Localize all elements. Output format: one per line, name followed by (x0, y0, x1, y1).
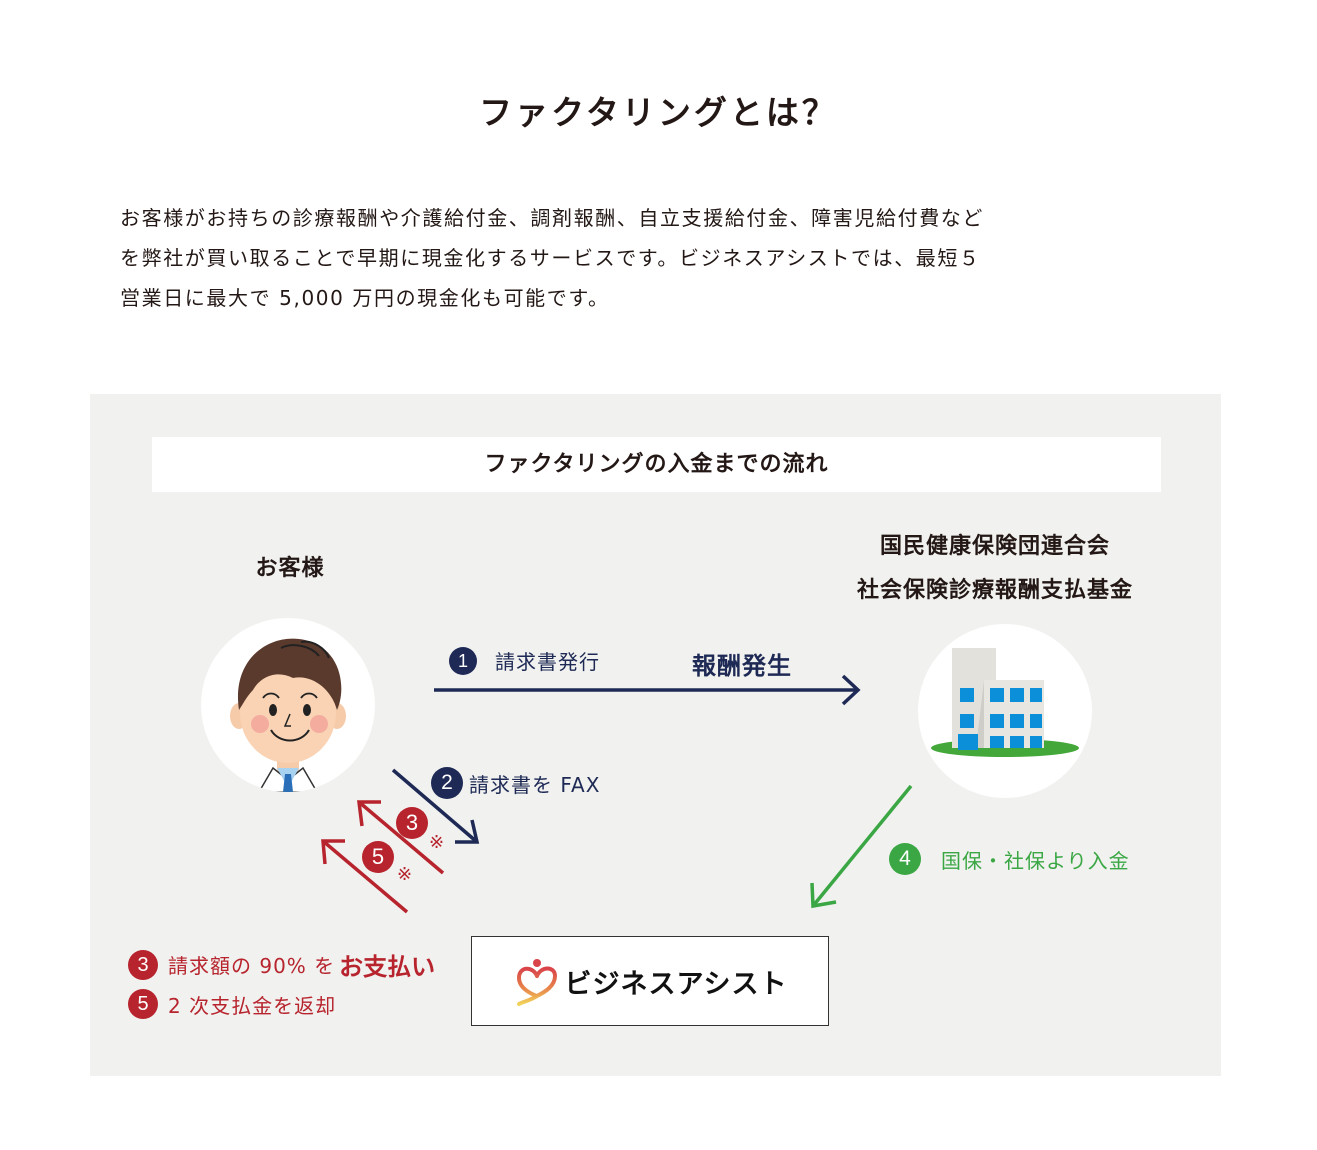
arrow-step1 (434, 674, 861, 706)
heart-logo-icon (516, 959, 557, 1006)
intro-line: を弊社が買い取ることで早期に現金化するサービスです。ビジネスアシストでは、最短５ (120, 246, 981, 270)
intro-line: 営業日に最大で 5,000 万円の現金化も可能です。 (120, 286, 610, 310)
organization-line: 国民健康保険団連合会 (879, 534, 1110, 559)
step-number-badge: 5 (128, 989, 158, 1019)
step-number-badge: 1 (449, 646, 477, 675)
arrow-step2 (391, 768, 480, 844)
note-text: 請求額の 90% を (168, 954, 336, 978)
customer-label: お客様 (255, 556, 325, 581)
step4-text: 国保・社保より入金 (941, 848, 1130, 873)
step-number-badge: 3 (396, 807, 428, 839)
flow-title: ファクタリングの入金までの流れ (152, 437, 1161, 492)
arrow-step3 (357, 800, 445, 875)
step-number-badge: 2 (431, 767, 463, 799)
arrow-step5 (321, 839, 409, 914)
organization-line: 社会保険診療報酬支払基金 (856, 578, 1133, 603)
note-step5: 5 2 次支払金を返却 (128, 989, 336, 1019)
step1-label: 1 請求書発行 (449, 646, 600, 675)
step2-label: 2 請求書を FAX (431, 767, 600, 799)
step-number-badge: 5 (362, 841, 394, 873)
step2-text: 請求書を FAX (469, 772, 601, 797)
step1-emphasis: 報酬発生 (692, 652, 792, 680)
note-step3: 3 請求額の 90% を お支払い (128, 947, 435, 982)
step-number-badge: 3 (128, 949, 158, 980)
company-logo: ビジネスアシスト (471, 936, 829, 1026)
note-mark: ※ (397, 864, 413, 885)
building-icon (918, 624, 1092, 798)
arrow-step4 (810, 784, 913, 909)
intro-line: お客様がお持ちの診療報酬や介護給付金、調剤報酬、自立支援給付金、障害児給付費など (120, 206, 984, 230)
note-emphasis: お支払い (339, 953, 436, 981)
step-number-badge: 4 (889, 843, 921, 875)
doctor-avatar-icon (201, 618, 375, 792)
note-text: 2 次支払金を返却 (168, 993, 337, 1018)
step1-text: 請求書発行 (495, 650, 600, 674)
intro-text: お客様がお持ちの診療報酬や介護給付金、調剤報酬、自立支援給付金、障害児給付費など… (120, 198, 1200, 318)
organization-label: 国民健康保険団連合会 社会保険診療報酬支払基金 (800, 525, 1190, 613)
company-logo-text: ビジネスアシスト (564, 968, 788, 1000)
page-title: ファクタリングとは？ (479, 93, 838, 132)
note-mark: ※ (429, 832, 445, 853)
step4-label: 4 国保・社保より入金 (889, 843, 1130, 875)
